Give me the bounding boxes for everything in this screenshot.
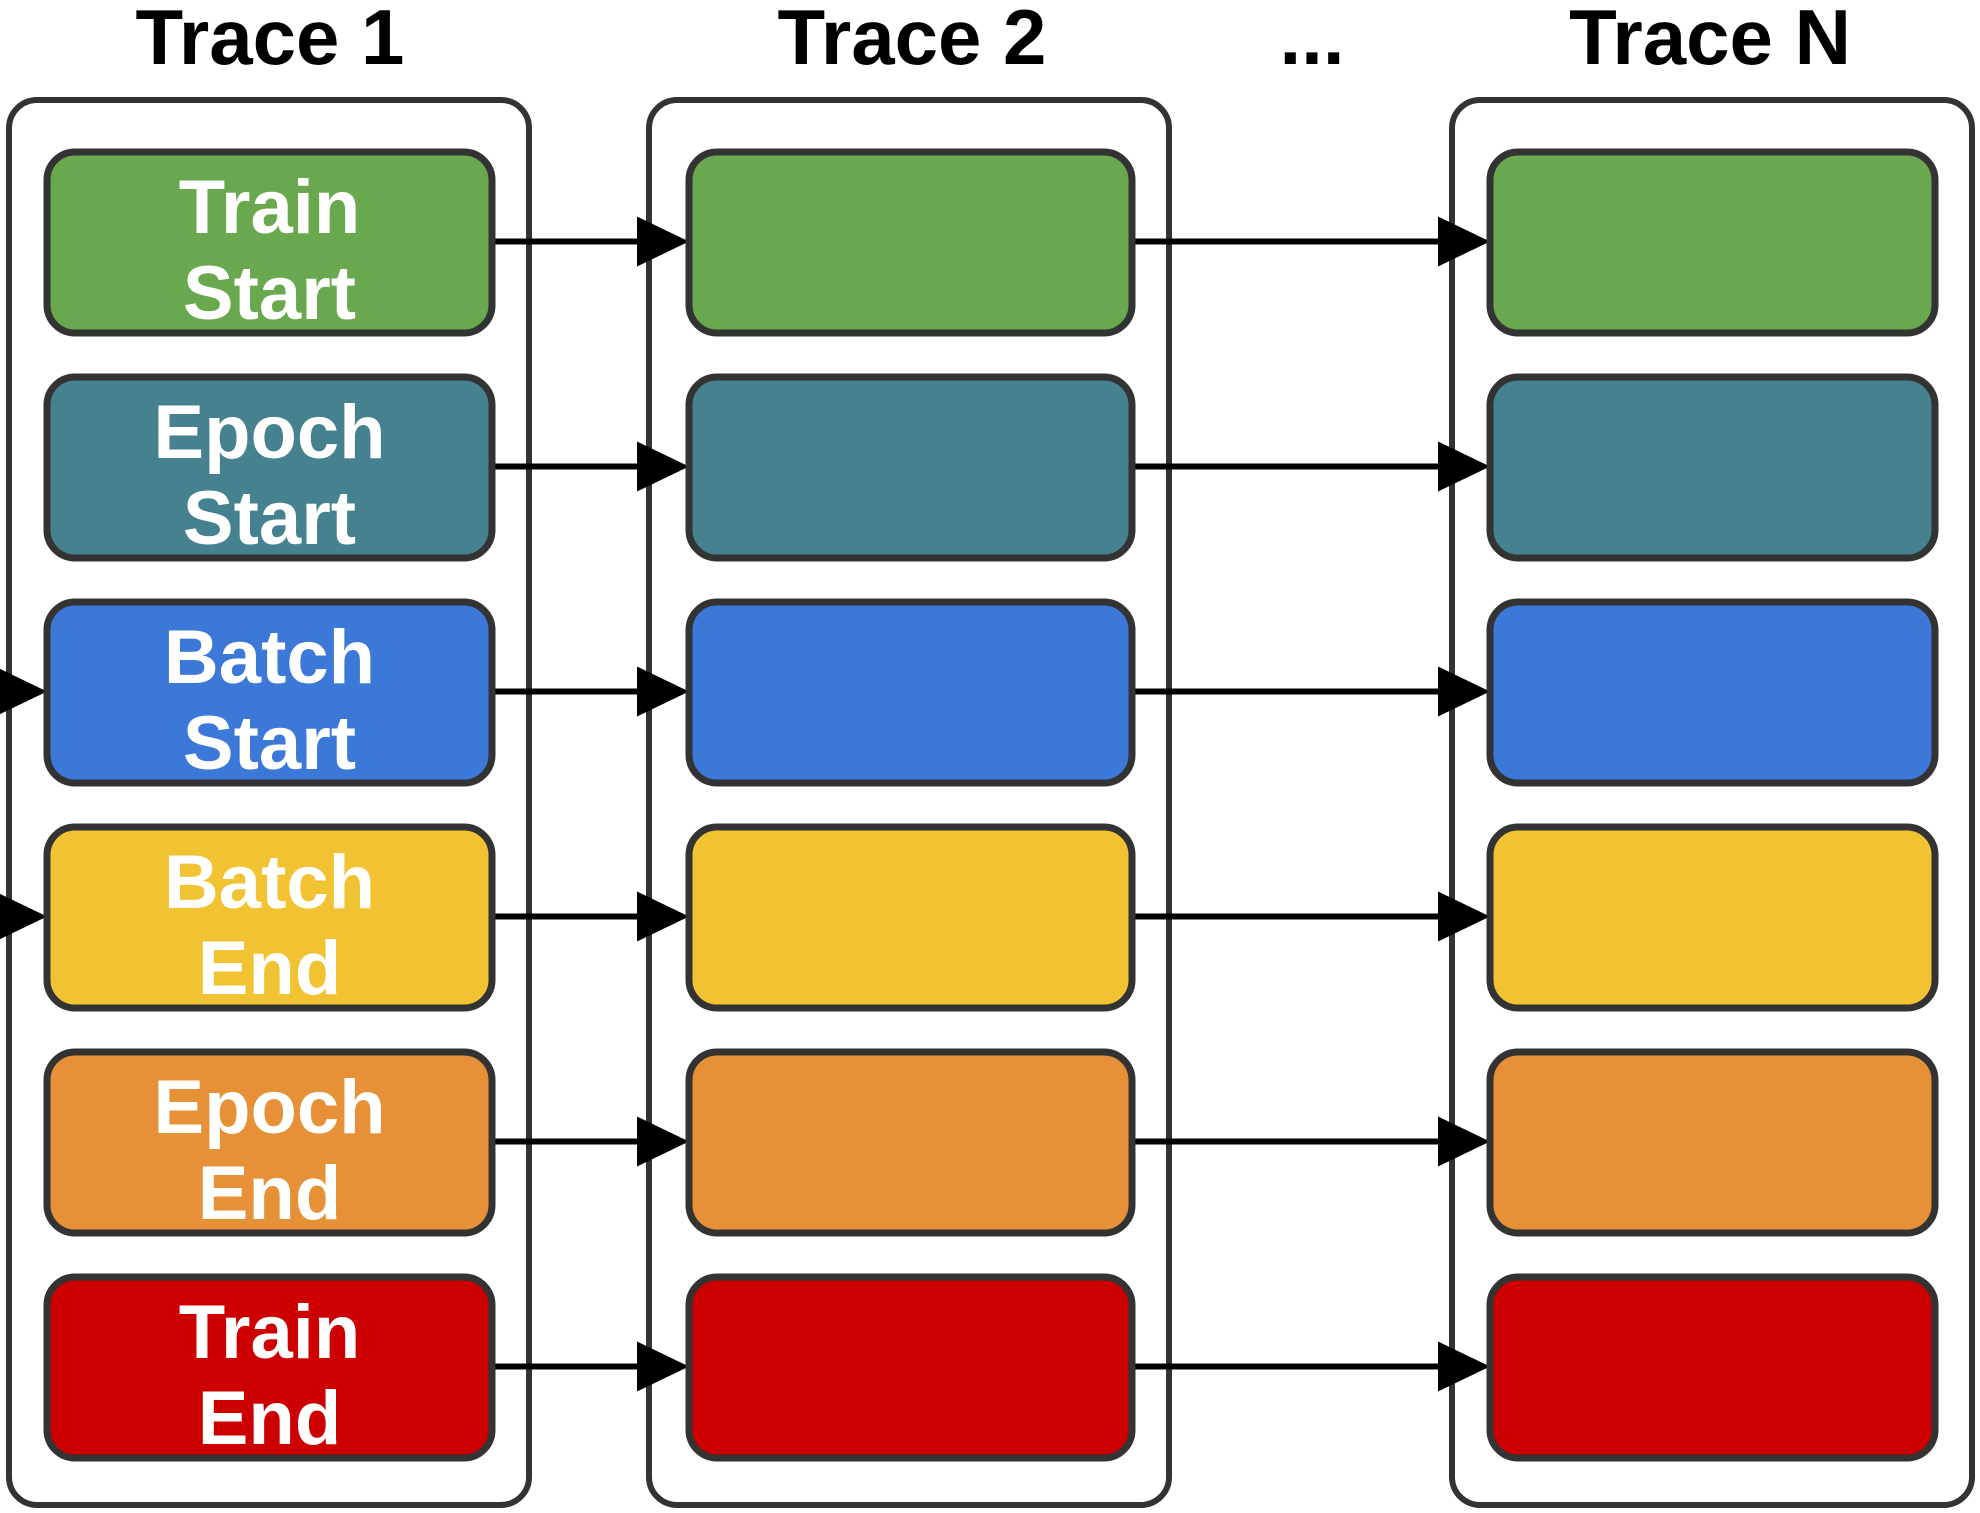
trace-n-train-start-box [1486,148,1939,337]
trace-n-batch-start-box [1486,598,1939,787]
arrow-trace2-to-traceN-batch-end [1132,891,1490,942]
trace-2-batch-start-box [685,598,1136,787]
trace-1-title: Trace 1 [136,0,405,81]
arrow-trace1-to-trace2-epoch-start [492,441,689,492]
trace-n-epoch-end-box [1486,1048,1939,1237]
trace-n-epoch-start-box [1486,373,1939,562]
arrow-trace1-to-trace2-train-start [492,216,689,267]
trace-2-epoch-end-box [685,1048,1136,1237]
stage-label-batch-end-line-2: End [198,926,342,1011]
arrow-trace2-to-traceN-batch-start [1132,666,1490,717]
trace-1-epoch-end-box [43,1048,496,1237]
stage-label-batch-start-line-1: Batch [164,615,375,700]
stage-label-batch-start-line-2: Start [183,701,356,786]
arrow-trace2-to-traceN-epoch-end [1132,1116,1490,1167]
trace-2-epoch-start-box [685,373,1136,562]
incoming-arrow-batch-start [0,668,47,715]
ellipsis: ... [1279,0,1344,81]
trace-n-train-end-box [1486,1273,1939,1462]
trace-2-batch-end-box [685,823,1136,1012]
stage-label-epoch-start-line-2: Start [183,476,356,561]
stage-label-train-start-line-2: Start [183,251,356,336]
trace-2-title: Trace 2 [778,0,1047,81]
arrow-trace1-to-trace2-train-end [492,1341,689,1392]
stage-label-batch-end-line-1: Batch [164,840,375,925]
arrow-trace1-to-trace2-epoch-end [492,1116,689,1167]
stage-label-epoch-start-line-1: Epoch [153,390,385,475]
incoming-arrow-batch-end [0,893,47,940]
arrow-trace2-to-traceN-train-end [1132,1341,1490,1392]
trace-n-title: Trace N [1569,0,1851,81]
arrow-trace2-to-traceN-epoch-start [1132,441,1490,492]
trace-1-train-start-box [43,148,496,337]
stage-label-train-end-line-2: End [198,1376,342,1461]
stages-group: TrainStartEpochStartBatchStartBatchEndEp… [43,148,1939,1462]
stage-label-train-start-line-1: Train [179,165,361,250]
arrow-trace1-to-trace2-batch-end [492,891,689,942]
trace-1-batch-end-box [43,823,496,1012]
stage-label-train-end-line-1: Train [179,1290,361,1375]
trace-n-batch-end-box [1486,823,1939,1012]
arrow-trace1-to-trace2-batch-start [492,666,689,717]
arrows-group [0,216,1490,1392]
trace-2-train-start-box [685,148,1136,337]
trace-1-train-end-box [43,1273,496,1462]
arrow-trace2-to-traceN-train-start [1132,216,1490,267]
stage-label-epoch-end-line-1: Epoch [153,1065,385,1150]
trace-1-batch-start-box [43,598,496,787]
stage-label-epoch-end-line-2: End [198,1151,342,1236]
trace-1-epoch-start-box [43,373,496,562]
trace-2-train-end-box [685,1273,1136,1462]
